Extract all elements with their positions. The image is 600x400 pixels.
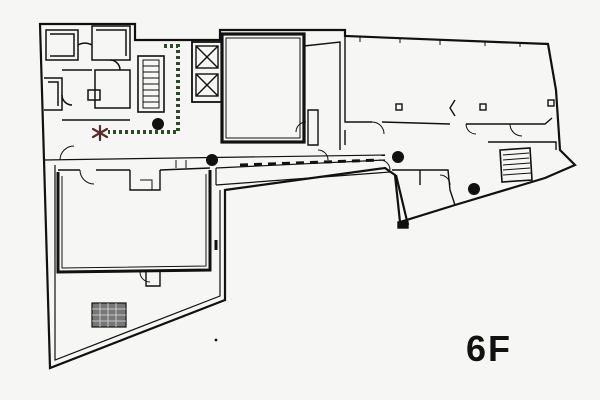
dot-mark	[214, 338, 218, 342]
asterisk-icon	[91, 124, 109, 142]
corridor-doors	[59, 145, 391, 171]
service-core	[44, 25, 131, 121]
hydrant-marker-icon	[152, 118, 480, 195]
central-room	[220, 32, 341, 150]
east-stair-icon	[488, 141, 557, 183]
south-east-room	[392, 169, 456, 229]
stair-icon	[137, 55, 165, 113]
storage-grid-icon	[91, 302, 127, 328]
east-office	[344, 36, 555, 145]
outer-walls	[38, 22, 577, 370]
corridor-dashes	[239, 158, 381, 167]
route-dots	[108, 44, 180, 134]
floor-label: 6F	[466, 328, 513, 369]
elevator-icon	[191, 41, 223, 103]
south-west-hall	[56, 167, 218, 287]
